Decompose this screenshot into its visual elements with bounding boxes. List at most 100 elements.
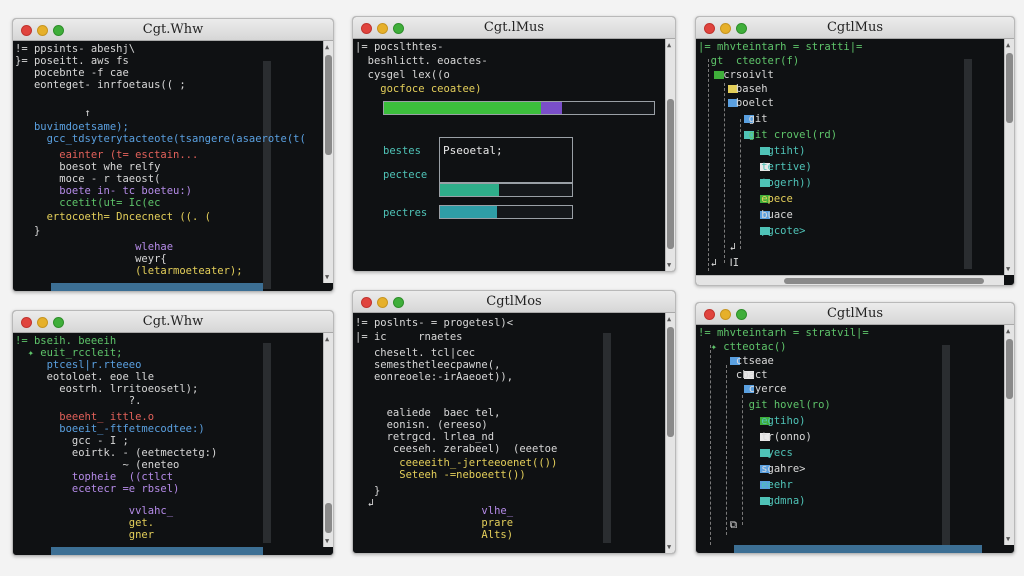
split-divider[interactable] [263,61,271,289]
scroll-up-arrow-icon[interactable]: ▲ [325,43,330,51]
zoom-button[interactable] [736,23,747,34]
zoom-button[interactable] [393,297,404,308]
minimize-button[interactable] [37,25,48,36]
terminal-window-6[interactable]: CgtlMus != mhvteintarh = stratvil|= ✦ ct… [695,302,1015,554]
tree-item[interactable]: cbact [698,369,768,381]
tree-item[interactable]: ctseae [698,355,774,367]
code-line: gocfoce ceoatee) [355,83,482,95]
terminal-window-5[interactable]: CgtlMos != poslnts- = progetesl)< |= ic … [352,290,676,554]
code-line: boeeit_-ftfetmecodtee:) [15,423,205,435]
close-button[interactable] [21,317,32,328]
code-line: eostrh. lrritoeosetl); [15,383,199,395]
window-titlebar[interactable]: Cgt.Whw [13,311,333,333]
tree-item[interactable]: git crovel(rd) [698,129,838,141]
code-area[interactable]: != bseih. beeeih ✦ euit_rccleit; ptcesl|… [13,333,333,555]
code-line: boesot whe relfy [15,161,161,173]
code-area[interactable]: != poslnts- = progetesl)< |= ic rnaetes … [353,313,675,553]
split-divider[interactable] [263,343,271,543]
window-titlebar[interactable]: CgtlMus [696,303,1014,325]
tree-item[interactable]: tertive) [698,161,812,173]
vertical-scrollbar[interactable]: ▲ ▼ [665,39,675,271]
file-icon [760,179,770,187]
scroll-thumb[interactable] [784,278,984,284]
scroll-down-arrow-icon[interactable]: ▼ [1006,265,1011,273]
scroll-thumb[interactable] [1006,339,1013,399]
status-bar [734,545,982,553]
file-tree[interactable]: != mhvteintarh = stratvil|= ✦ ctteotac()… [696,325,1014,553]
minimize-button[interactable] [37,317,48,328]
folder-icon [730,357,740,365]
tree-item[interactable]: cyecs [698,447,793,459]
split-divider[interactable] [603,333,611,543]
scroll-thumb[interactable] [325,503,332,533]
terminal-window-1[interactable]: Cgt.Whw != ppsints- abeshj\ }= poseitt. … [12,18,334,292]
scroll-up-arrow-icon[interactable]: ▲ [325,335,330,343]
vertical-scrollbar[interactable]: ▲ ▼ [665,313,675,553]
zoom-button[interactable] [736,309,747,320]
progress-bar [383,101,655,115]
tree-item[interactable]: cyerce [698,383,787,395]
scroll-up-arrow-icon[interactable]: ▲ [1006,327,1011,335]
tree-item[interactable]: git [698,113,768,125]
tree-line: ↲ [698,241,736,253]
zoom-button[interactable] [393,23,404,34]
window-titlebar[interactable]: CgtlMus [696,17,1014,39]
tree-line: ⧉ [698,519,738,531]
tree-item[interactable]: egtiht) [698,145,806,157]
scroll-thumb[interactable] [667,99,674,249]
scroll-up-arrow-icon[interactable]: ▲ [1006,41,1011,49]
horizontal-scrollbar[interactable] [696,275,1004,285]
close-button[interactable] [704,309,715,320]
window-titlebar[interactable]: Cgt.Whw [13,19,333,41]
scroll-down-arrow-icon[interactable]: ▼ [667,261,672,269]
scroll-down-arrow-icon[interactable]: ▼ [325,537,330,545]
code-area[interactable]: != ppsints- abeshj\ }= poseitt. aws fs p… [13,41,333,291]
terminal-window-3[interactable]: CgtlMus |= mhvteintarh = stratti|= gt ct… [695,16,1015,286]
minimize-button[interactable] [720,23,731,34]
split-divider[interactable] [964,59,972,269]
scroll-thumb[interactable] [667,327,674,437]
close-button[interactable] [361,23,372,34]
tree-item[interactable]: tr(onno) [698,431,812,443]
tree-item[interactable]: pgcote> [698,225,806,237]
zoom-button[interactable] [53,317,64,328]
vertical-scrollbar[interactable]: ▲ ▼ [323,333,333,547]
terminal-window-2[interactable]: Cgt.lMus |= pocslthtes- beshlictt. eoact… [352,16,676,272]
tree-item[interactable]: crsoivlt [698,69,774,81]
scroll-down-arrow-icon[interactable]: ▼ [1006,535,1011,543]
file-tree[interactable]: |= mhvteintarh = stratti|= gt cteoter(f)… [696,39,1014,285]
scroll-down-arrow-icon[interactable]: ▼ [667,543,672,551]
close-button[interactable] [361,297,372,308]
minimize-button[interactable] [720,309,731,320]
vertical-scrollbar[interactable]: ▲ ▼ [1004,39,1014,275]
tree-item[interactable]: togerh)) [698,177,812,189]
tree-item[interactable]: rgdmna) [698,495,806,507]
scroll-thumb[interactable] [325,55,332,155]
tree-item[interactable]: git hovel(ro) [698,399,831,411]
tree-item[interactable]: eeehr [698,479,793,491]
tree-item[interactable]: epece [698,193,793,205]
scroll-thumb[interactable] [1006,53,1013,123]
tree-item[interactable]: baseh [698,83,768,95]
scroll-up-arrow-icon[interactable]: ▲ [667,41,672,49]
scroll-down-arrow-icon[interactable]: ▼ [325,273,330,281]
tree-item[interactable]: sgahre> [698,463,806,475]
vertical-scrollbar[interactable]: ▲ ▼ [323,41,333,283]
code-area[interactable]: |= pocslthtes- beshlictt. eoactes- cysge… [353,39,675,271]
close-button[interactable] [21,25,32,36]
tree-item[interactable]: egtiho) [698,415,806,427]
tree-item[interactable]: boelct [698,97,774,109]
tree-item[interactable]: buace [698,209,793,221]
code-line: vvlahc_ [15,505,174,517]
window-titlebar[interactable]: CgtlMos [353,291,675,313]
folder-icon [744,385,754,393]
minimize-button[interactable] [377,297,388,308]
terminal-window-4[interactable]: Cgt.Whw != bseih. beeeih ✦ euit_rccleit;… [12,310,334,556]
close-button[interactable] [704,23,715,34]
split-divider[interactable] [942,345,950,545]
scroll-up-arrow-icon[interactable]: ▲ [667,315,672,323]
vertical-scrollbar[interactable]: ▲ ▼ [1004,325,1014,545]
zoom-button[interactable] [53,25,64,36]
window-titlebar[interactable]: Cgt.lMus [353,17,675,39]
minimize-button[interactable] [377,23,388,34]
